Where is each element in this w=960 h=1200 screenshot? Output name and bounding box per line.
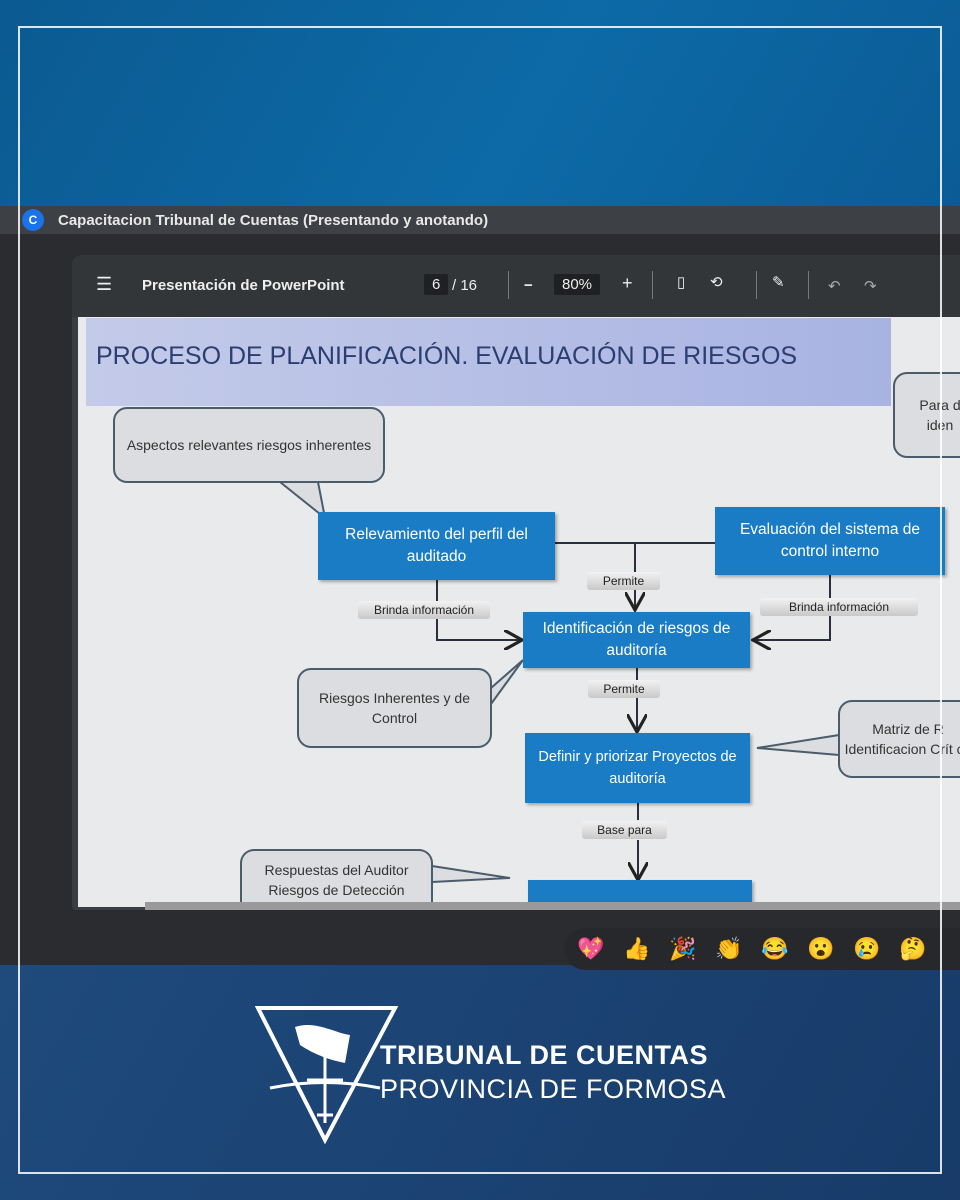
bottom-banner xyxy=(0,965,960,1200)
party-reaction-icon[interactable]: 🎉 xyxy=(669,936,697,961)
horizontal-scrollbar[interactable] xyxy=(145,902,960,910)
page-total: / 16 xyxy=(452,277,478,294)
box-evaluacion: Evaluación del sistema de control intern… xyxy=(715,507,945,575)
callout-tail xyxy=(431,865,511,883)
callout-para: Para d iden xyxy=(893,372,960,458)
reaction-bar: 💖 👍 🎉 👏 😂 😮 😢 🤔 xyxy=(565,928,960,970)
top-banner xyxy=(0,0,960,206)
hamburger-icon[interactable]: ☰ xyxy=(96,274,113,294)
zoom-input[interactable]: 80% xyxy=(554,274,601,295)
callout-tail xyxy=(490,659,524,705)
viewer-bottom xyxy=(72,910,960,930)
callout-matriz: Matriz de R Identificacion Crít ca xyxy=(838,700,960,778)
rotate-icon[interactable]: ⟲ xyxy=(710,274,723,291)
callout-respuestas-text: Respuestas del Auditor xyxy=(264,861,409,878)
divider xyxy=(652,271,653,299)
box-identificacion: Identificación de riesgos de auditoría xyxy=(523,612,750,668)
divider xyxy=(808,271,809,299)
box-definir: Definir y priorizar Proyectos de auditor… xyxy=(525,733,750,803)
divider xyxy=(756,271,757,299)
label-brinda-left: Brinda información xyxy=(358,601,490,619)
slide-title: PROCESO DE PLANIFICACIÓN. EVALUACIÓN DE … xyxy=(86,318,891,406)
thinking-reaction-icon[interactable]: 🤔 xyxy=(899,936,927,961)
callout-tail xyxy=(756,734,840,756)
surprised-reaction-icon[interactable]: 😮 xyxy=(807,936,835,961)
sad-reaction-icon[interactable]: 😢 xyxy=(853,936,881,961)
clap-reaction-icon[interactable]: 👏 xyxy=(715,936,743,961)
heart-reaction-icon[interactable]: 💖 xyxy=(577,936,605,961)
thumbs-up-reaction-icon[interactable]: 👍 xyxy=(623,936,651,961)
box-relevamiento: Relevamiento del perfil del auditado xyxy=(318,512,555,580)
label-base-para: Base para xyxy=(582,821,667,839)
connector-arrow xyxy=(436,580,520,640)
callout-aspectos: Aspectos relevantes riesgos inherentes xyxy=(113,407,385,483)
fit-page-icon[interactable]: ▯ xyxy=(677,274,686,291)
callout-respuestas: Respuestas del Auditor Riesgos de Detecc… xyxy=(240,849,433,902)
meeting-avatar: C xyxy=(22,209,44,231)
org-name: TRIBUNAL DE CUENTAS xyxy=(380,1040,709,1070)
pdf-toolbar: ☰ Presentación de PowerPoint 6 / 16 − 80… xyxy=(72,255,960,317)
callout-riesgos: Riesgos Inherentes y de Control xyxy=(297,668,492,748)
zoom-out-button[interactable]: − xyxy=(524,277,533,294)
tribunal-logo xyxy=(255,1006,399,1145)
undo-icon[interactable]: ↶ xyxy=(828,278,841,295)
meeting-title-bar: C Capacitacion Tribunal de Cuentas (Pres… xyxy=(0,206,960,234)
box-next-cut xyxy=(528,880,752,902)
divider xyxy=(508,271,509,299)
label-permite-2: Permite xyxy=(588,680,660,698)
callout-respuestas-cut: Riesgos de Detección xyxy=(268,881,405,898)
meeting-title: Capacitacion Tribunal de Cuentas (Presen… xyxy=(58,211,489,229)
connector-arrow xyxy=(755,575,831,640)
label-permite: Permite xyxy=(587,572,660,590)
label-brinda-right: Brinda información xyxy=(760,598,918,616)
laugh-reaction-icon[interactable]: 😂 xyxy=(761,936,789,961)
redo-icon[interactable]: ↷ xyxy=(864,278,877,295)
page-number-input[interactable]: 6 xyxy=(424,274,449,295)
org-province: PROVINCIA DE FORMOSA xyxy=(380,1074,727,1104)
zoom-in-button[interactable]: + xyxy=(622,273,633,293)
annotate-pen-icon[interactable]: ✎ xyxy=(772,274,785,291)
document-title: Presentación de PowerPoint xyxy=(142,277,345,294)
